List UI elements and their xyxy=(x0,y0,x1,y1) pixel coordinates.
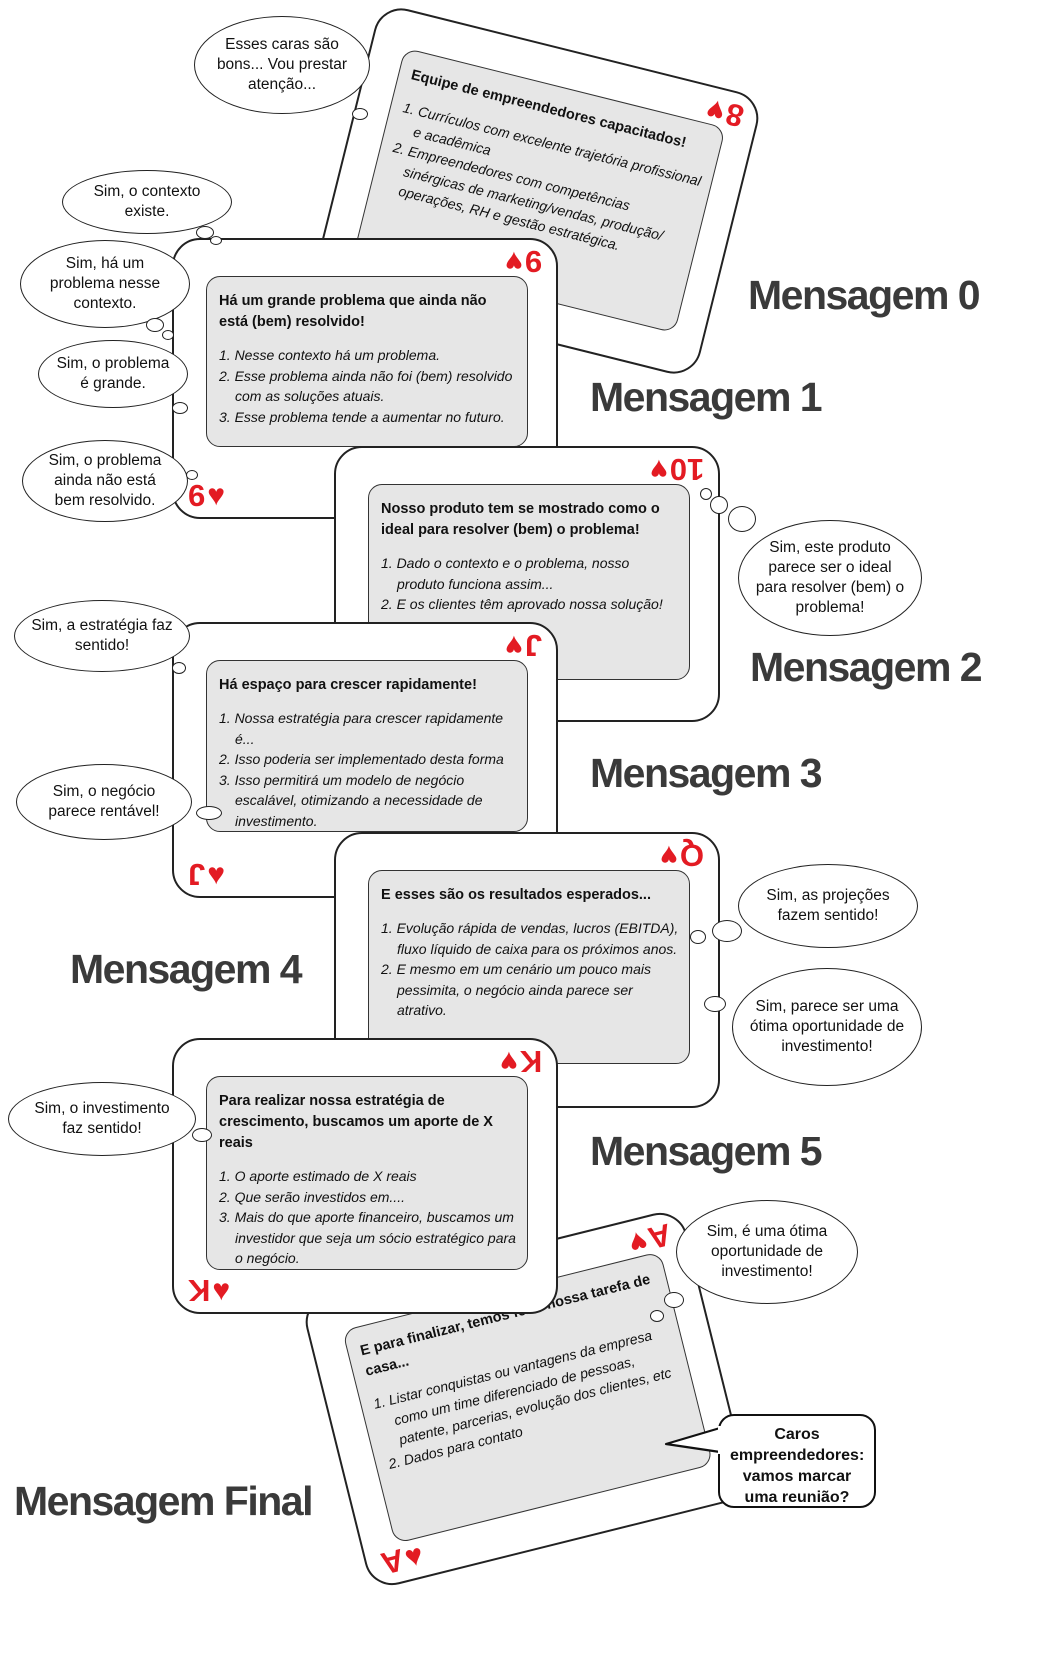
card-j-box: Há espaço para crescer rapidamente! 1. N… xyxy=(206,660,528,832)
card-k-item: 3. Mais do que aporte financeiro, buscam… xyxy=(219,1209,516,1266)
thought-bubble: Sim, o problema é grande. xyxy=(38,340,188,408)
label-mensagem-0: Mensagem 0 xyxy=(748,272,981,318)
thought-dot xyxy=(728,506,756,532)
card-rank: 9 xyxy=(188,478,206,513)
card-q-item: 2. E mesmo em um cenário um pouco mais p… xyxy=(381,961,651,1018)
thought-bubble: Sim, a estratégia faz sentido! xyxy=(14,600,190,672)
thought-bubble: Sim, o contexto existe. xyxy=(62,170,232,234)
thought-dot xyxy=(192,1128,212,1142)
card-q-item: 1. Evolução rápida de vendas, lucros (EB… xyxy=(381,920,679,957)
thought-bubble: Sim, as projeções fazem sentido! xyxy=(738,864,918,948)
thought-dot xyxy=(704,996,726,1012)
thought-dot xyxy=(710,496,728,514)
label-mensagem-3: Mensagem 3 xyxy=(590,750,823,796)
card-j-corner-top: J♥ xyxy=(504,628,542,663)
heart-icon: ♥ xyxy=(207,478,226,512)
card-9-corner-bottom: 9♥ xyxy=(188,478,226,513)
heart-icon: ♥ xyxy=(499,1045,518,1079)
card-j-corner-bottom: J♥ xyxy=(188,857,226,892)
card-9-title: Há um grande problema que ainda não está… xyxy=(219,293,487,330)
card-k-corner-bottom: K♥ xyxy=(188,1273,231,1308)
heart-icon: ♥ xyxy=(649,453,668,487)
thought-dot xyxy=(186,470,198,480)
card-k-corner-top: K♥ xyxy=(499,1044,542,1079)
label-mensagem-5: Mensagem 5 xyxy=(590,1128,823,1174)
card-rank: Q xyxy=(679,838,704,873)
thought-dot xyxy=(352,108,368,120)
thought-dot xyxy=(712,920,742,942)
card-k-item: 2. Que serão investidos em.... xyxy=(219,1188,405,1205)
card-rank: J xyxy=(524,628,542,663)
card-9: Há um grande problema que ainda não está… xyxy=(172,238,558,519)
heart-icon: ♥ xyxy=(212,1273,231,1307)
card-k: Para realizar nossa estratégia de cresci… xyxy=(172,1038,558,1314)
thought-bubble: Sim, o investimento faz sentido! xyxy=(8,1082,196,1156)
thought-bubble: Esses caras são bons... Vou prestar aten… xyxy=(194,16,370,114)
label-mensagem-1: Mensagem 1 xyxy=(590,374,823,420)
thought-dot xyxy=(690,930,706,944)
thought-bubble: Sim, o problema ainda não está bem resol… xyxy=(22,440,188,522)
card-j-item: 3. Isso permitirá um modelo de negócio e… xyxy=(219,771,483,829)
card-j-item: 1. Nossa estratégia para crescer rapidam… xyxy=(219,710,504,747)
card-a-corner-bottom: A♥ xyxy=(377,1538,426,1582)
label-mensagem-final: Mensagem Final xyxy=(14,1478,313,1524)
card-rank: 9 xyxy=(524,244,542,279)
speech-tail-icon xyxy=(664,1426,724,1454)
label-mensagem-4: Mensagem 4 xyxy=(70,946,303,992)
card-9-corner-top: 9♥ xyxy=(504,244,542,279)
card-rank: K xyxy=(519,1044,542,1079)
card-rank: K xyxy=(188,1273,211,1308)
thought-dot xyxy=(162,330,174,340)
card-k-title: Para realizar nossa estratégia de cresci… xyxy=(219,1093,493,1151)
card-j-title: Há espaço para crescer rapidamente! xyxy=(219,677,477,693)
card-q-title: E esses são os resultados esperados... xyxy=(381,887,651,903)
card-a-corner-top: A♥ xyxy=(625,1217,674,1261)
card-10-title: Nosso produto tem se mostrado como o ide… xyxy=(381,501,660,538)
card-10-item: 1. Dado o contexto e o problema, nosso p… xyxy=(381,555,630,592)
thought-dot xyxy=(172,402,188,414)
thought-dot xyxy=(196,806,222,820)
heart-icon: ♥ xyxy=(660,839,678,873)
card-9-item: 1. Nesse contexto há um problema. xyxy=(219,347,441,363)
speech-bubble: Caros empreendedores: vamos marcar uma r… xyxy=(718,1414,876,1508)
card-k-box: Para realizar nossa estratégia de cresci… xyxy=(206,1076,528,1270)
thought-dot xyxy=(196,226,214,239)
heart-icon: ♥ xyxy=(504,629,523,663)
thought-dot xyxy=(700,488,712,500)
thought-dot xyxy=(172,662,186,674)
thought-bubble: Sim, o negócio parece rentável! xyxy=(16,764,192,840)
card-9-item: 2. Esse problema ainda não foi (bem) res… xyxy=(219,367,513,405)
thought-bubble: Sim, este produto parece ser o ideal par… xyxy=(738,520,922,636)
thought-dot xyxy=(210,236,222,245)
card-10-corner-top: 10♥ xyxy=(649,452,704,487)
label-mensagem-2: Mensagem 2 xyxy=(750,644,983,690)
card-q-corner-top: Q♥ xyxy=(660,838,704,873)
card-j-item: 2. Isso poderia ser implementado desta f… xyxy=(219,751,504,767)
card-10-item: 2. E os clientes têm aprovado nossa solu… xyxy=(381,596,663,612)
card-9-item: 3. Esse problema tende a aumentar no fut… xyxy=(219,408,505,425)
card-q-box: E esses são os resultados esperados... 1… xyxy=(368,870,690,1064)
thought-dot xyxy=(146,318,164,332)
thought-dot xyxy=(650,1310,664,1322)
heart-icon: ♥ xyxy=(207,857,226,891)
card-9-box: Há um grande problema que ainda não está… xyxy=(206,276,528,447)
card-k-item: 1. O aporte estimado de X reais xyxy=(219,1168,417,1184)
thought-bubble: Sim, é uma ótima oportunidade de investi… xyxy=(676,1200,858,1304)
heart-icon: ♥ xyxy=(504,245,523,279)
thought-bubble: Sim, há um problema nesse contexto. xyxy=(20,240,190,328)
thought-dot xyxy=(664,1292,684,1308)
thought-bubble: Sim, parece ser uma ótima oportunidade d… xyxy=(732,968,922,1086)
card-rank: J xyxy=(188,857,206,892)
card-rank: 10 xyxy=(669,452,704,487)
